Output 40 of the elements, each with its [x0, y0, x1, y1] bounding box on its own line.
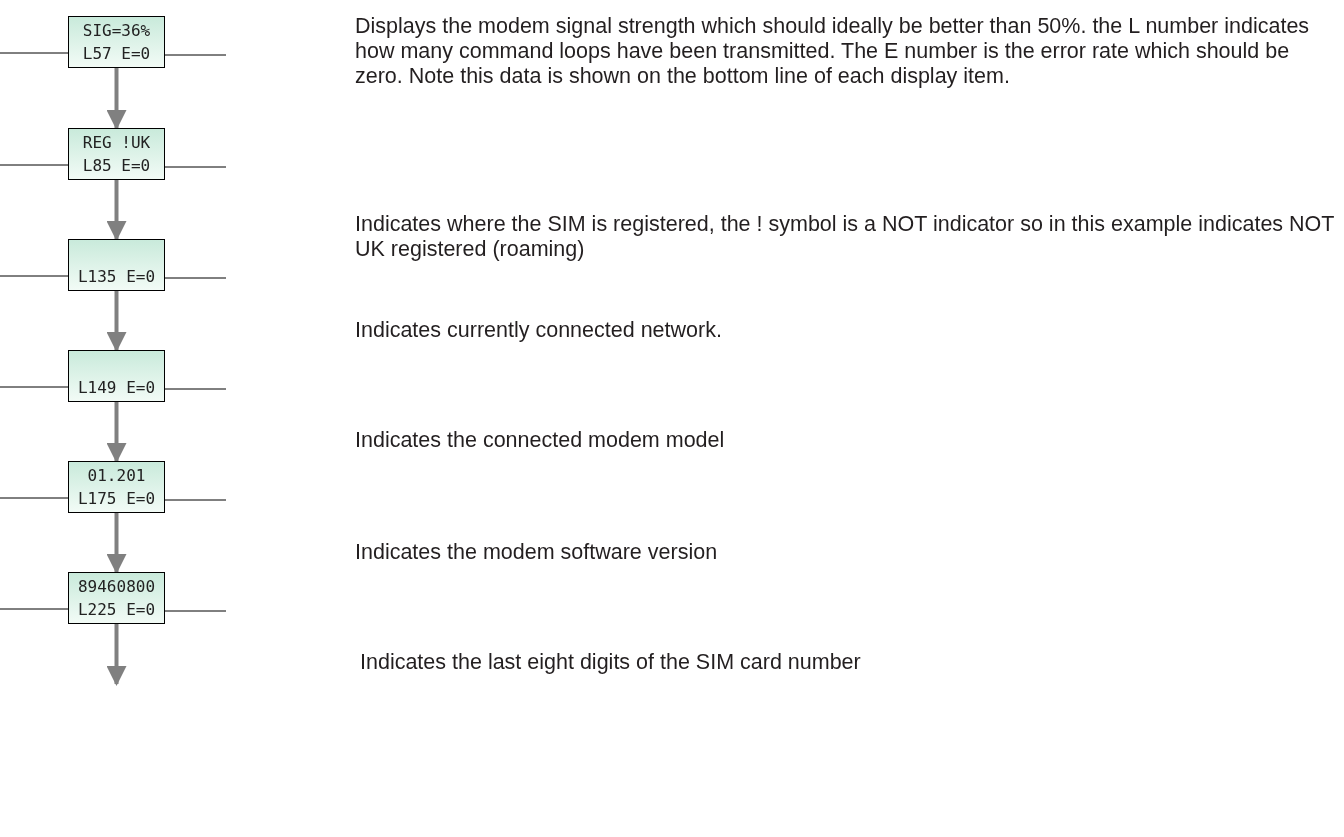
arrow [106, 402, 127, 463]
connector-line [164, 499, 227, 501]
connector-line [164, 277, 227, 279]
description-text: Indicates where the SIM is registered, the ! symbol is a NOT indicator so in this example indicates NOT UK registered (roaming) [355, 212, 1336, 262]
arrow [106, 513, 127, 574]
display-text: REG !UK [82, 132, 151, 154]
arrow [106, 624, 127, 686]
description-text: Displays the modem signal strength which should ideally be better than 50%. the L number indicates how many command loops have been transmitted. The E number is the error rate which should be zero. Note this data is shown on the bottom line of each display item. [355, 14, 1311, 89]
display-text: L57 E=0 [82, 43, 151, 65]
display-text: L85 E=0 [82, 155, 151, 177]
lcd-display [68, 572, 165, 624]
connector-line [0, 164, 69, 166]
arrow [106, 291, 127, 352]
display-text: L135 E=0 [77, 266, 156, 288]
connector-line [164, 166, 227, 168]
connector-line [0, 275, 69, 277]
display-text: L225 E=0 [77, 599, 156, 621]
lcd-display [68, 461, 165, 513]
display-text: 01.201 [87, 465, 146, 487]
description-text: Indicates the connected modem model [355, 428, 726, 453]
connector-line [164, 610, 227, 612]
lcd-display [68, 16, 165, 68]
display-text: SIG=36% [82, 20, 151, 42]
arrow [106, 68, 127, 130]
description-text: Indicates currently connected network. [355, 318, 723, 343]
connector-line [164, 54, 227, 56]
lcd-display [68, 239, 165, 291]
connector-line [0, 497, 69, 499]
display-text: L149 E=0 [77, 377, 156, 399]
arrow [106, 180, 127, 241]
connector-line [0, 386, 69, 388]
display-text: L175 E=0 [77, 488, 156, 510]
connector-line [0, 608, 69, 610]
connector-line [164, 388, 227, 390]
connector-line [0, 52, 69, 54]
display-text: 89460800 [77, 576, 156, 598]
description-text: Indicates the last eight digits of the SIM card number [360, 650, 862, 675]
lcd-display [68, 350, 165, 402]
description-text: Indicates the modem software version [355, 540, 719, 565]
lcd-display [68, 128, 165, 180]
